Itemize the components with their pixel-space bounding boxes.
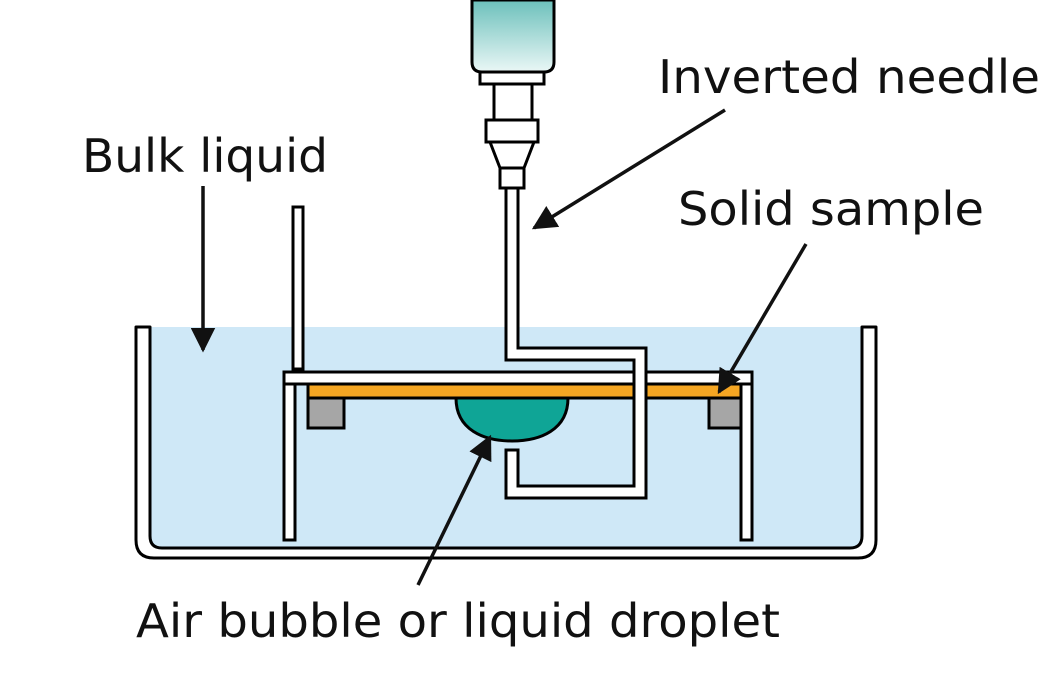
left-support-block xyxy=(306,396,346,430)
right-support-leg xyxy=(739,378,754,542)
solid-sample-arrow xyxy=(717,243,808,395)
syringe-neck xyxy=(492,82,534,122)
label-inverted-needle: Inverted needle xyxy=(658,50,1040,104)
label-air-bubble: Air bubble or liquid droplet xyxy=(136,594,780,648)
vertical-rod xyxy=(291,205,305,371)
label-solid-sample: Solid sample xyxy=(678,182,984,236)
tank-wall xyxy=(134,325,878,560)
syringe-barrel xyxy=(470,0,556,74)
needle-hub-taper xyxy=(488,140,536,170)
left-support-leg xyxy=(282,378,297,542)
inverted-needle-tube xyxy=(504,186,648,500)
droplet-arrow xyxy=(416,434,492,586)
inverted-needle-arrow xyxy=(531,108,726,230)
holder-top-plate xyxy=(282,370,754,386)
label-bulk-liquid: Bulk liquid xyxy=(82,129,328,183)
right-support-block xyxy=(707,396,743,430)
solid-sample-strip xyxy=(306,382,743,400)
needle-hub-top xyxy=(484,118,540,144)
syringe-collar xyxy=(478,70,546,86)
droplet xyxy=(454,396,570,443)
needle-hub-tip xyxy=(498,166,526,190)
